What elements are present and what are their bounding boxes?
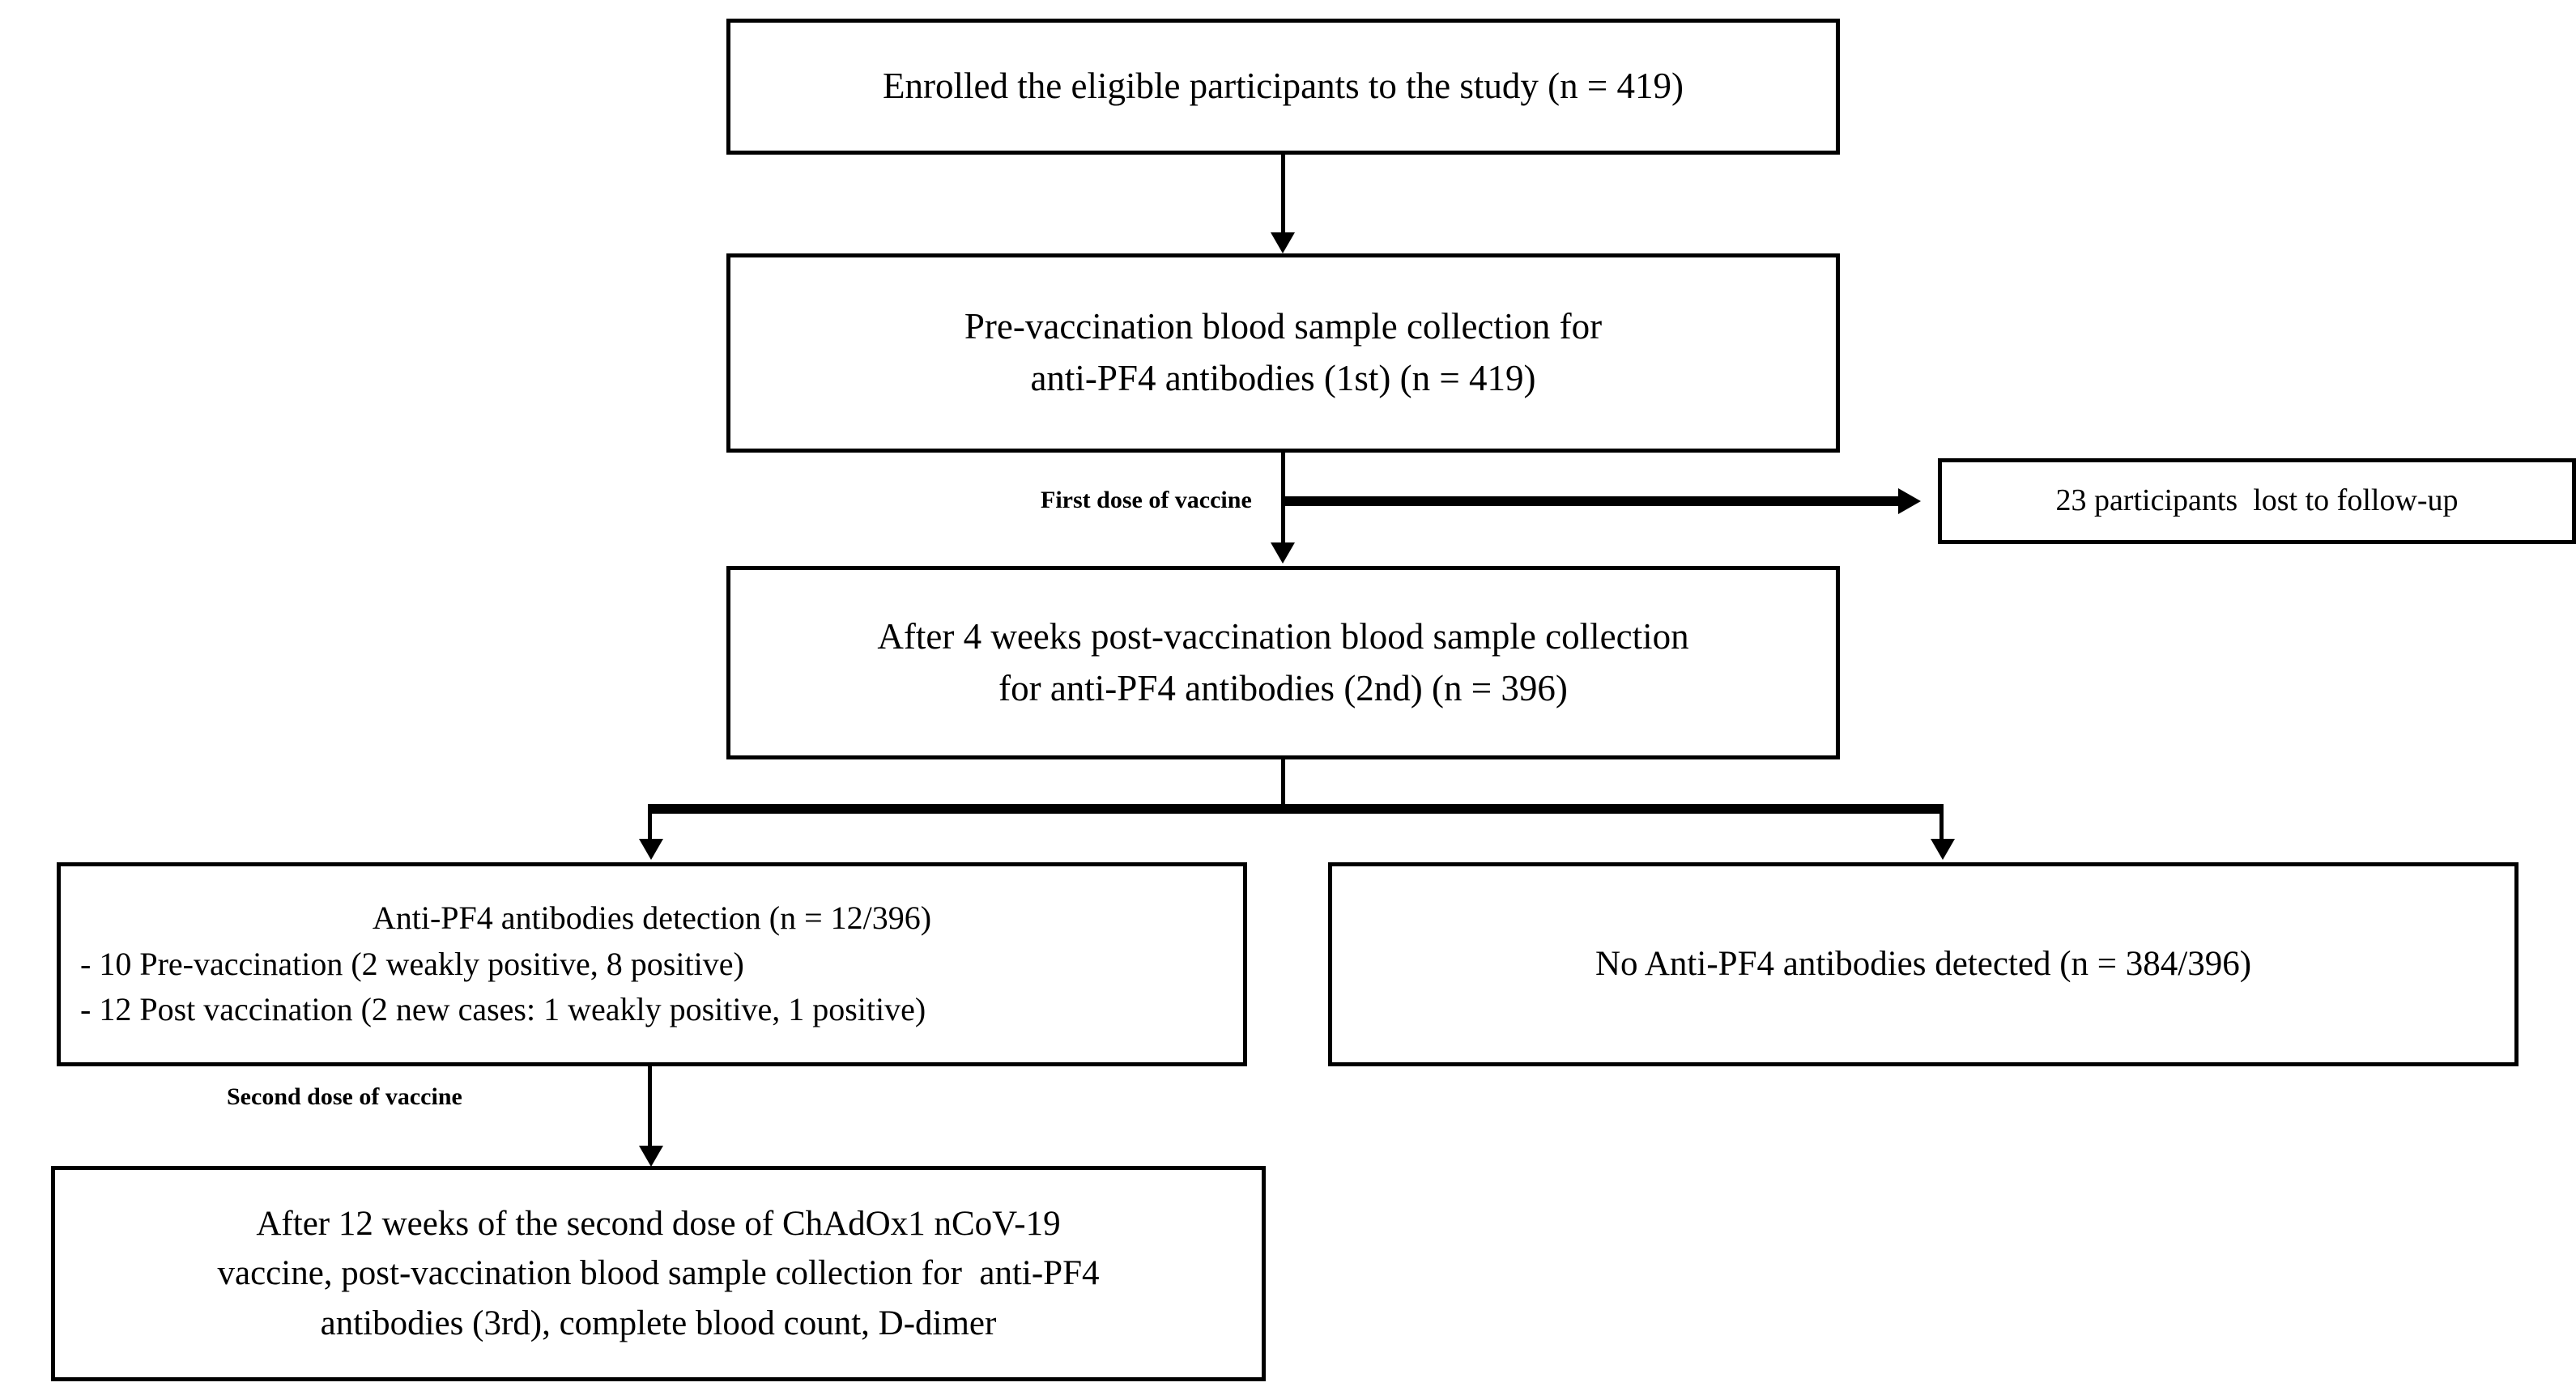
arrowhead-prevaccination-to-post4weeks [1271,542,1295,564]
node-post-12-weeks-second-dose: After 12 weeks of the second dose of ChA… [51,1166,1266,1381]
node-enrolled: Enrolled the eligible participants to th… [726,19,1840,155]
node-post-4-weeks-line-1: After 4 weeks post-vaccination blood sam… [877,615,1689,657]
arrowhead-to-no-antibodies [1931,839,1955,860]
connector-split-left-drop [648,804,652,841]
node-lost-to-follow-up: 23 participants lost to follow-up [1938,458,2576,544]
arrowhead-to-antibodies-detected [639,839,663,860]
node-post-4-weeks-line-2: for anti-PF4 antibodies (2nd) (n = 396) [998,667,1568,708]
node-no-anti-pf4-detected-text: No Anti-PF4 antibodies detected (n = 384… [1332,939,2514,989]
edge-label-first-dose: First dose of vaccine [1041,487,1252,513]
connector-enrolled-to-prevaccination [1281,155,1285,234]
node-anti-pf4-detected-header: Anti-PF4 antibodies detection (n = 12/39… [372,899,932,936]
node-post-4-weeks-sample: After 4 weeks post-vaccination blood sam… [726,566,1840,759]
node-post-12-weeks-line-1: After 12 weeks of the second dose of ChA… [256,1205,1061,1244]
connector-prevaccination-to-post4weeks [1281,453,1285,544]
node-post-12-weeks-line-2: vaccine, post-vaccination blood sample c… [217,1254,1100,1293]
connector-to-lost-followup [1284,496,1900,506]
node-post-12-weeks-line-3: antibodies (3rd), complete blood count, … [320,1304,997,1342]
connector-split-horizontal [648,804,1944,814]
node-lost-to-follow-up-line-1: 23 participants lost to follow-up [2055,483,2459,518]
node-enrolled-text: Enrolled the eligible participants to th… [730,61,1836,113]
node-pre-vaccination-text: Pre-vaccination blood sample collection … [730,301,1836,405]
node-anti-pf4-detected-bullet-1: - 10 Pre-vaccination (2 weakly positive,… [80,945,744,982]
arrowhead-to-lost-followup [1898,488,1921,514]
connector-detected-to-post12weeks [648,1066,652,1151]
node-enrolled-line-1: Enrolled the eligible participants to th… [883,66,1684,107]
edge-label-second-dose: Second dose of vaccine [227,1083,462,1110]
node-anti-pf4-detected-bullet-2: - 12 Post vaccination (2 new cases: 1 we… [80,991,926,1028]
node-post-12-weeks-text: After 12 weeks of the second dose of ChA… [55,1199,1262,1347]
node-pre-vaccination-line-1: Pre-vaccination blood sample collection … [964,306,1603,347]
connector-split-right-drop [1939,804,1944,841]
node-pre-vaccination-sample: Pre-vaccination blood sample collection … [726,253,1840,453]
node-no-anti-pf4-detected-line-1: No Anti-PF4 antibodies detected (n = 384… [1595,945,2252,984]
node-lost-to-follow-up-text: 23 participants lost to follow-up [1942,479,2572,523]
node-pre-vaccination-line-2: anti-PF4 antibodies (1st) (n = 419) [1030,358,1536,398]
node-no-anti-pf4-detected: No Anti-PF4 antibodies detected (n = 384… [1328,862,2519,1066]
node-anti-pf4-detected-text: Anti-PF4 antibodies detection (n = 12/39… [61,895,1243,1033]
connector-post4weeks-stem [1281,759,1285,808]
arrowhead-detected-to-post12weeks [639,1146,663,1167]
node-post-4-weeks-text: After 4 weeks post-vaccination blood sam… [730,611,1836,715]
node-anti-pf4-detected: Anti-PF4 antibodies detection (n = 12/39… [57,862,1247,1066]
arrowhead-enrolled-to-prevaccination [1271,232,1295,253]
